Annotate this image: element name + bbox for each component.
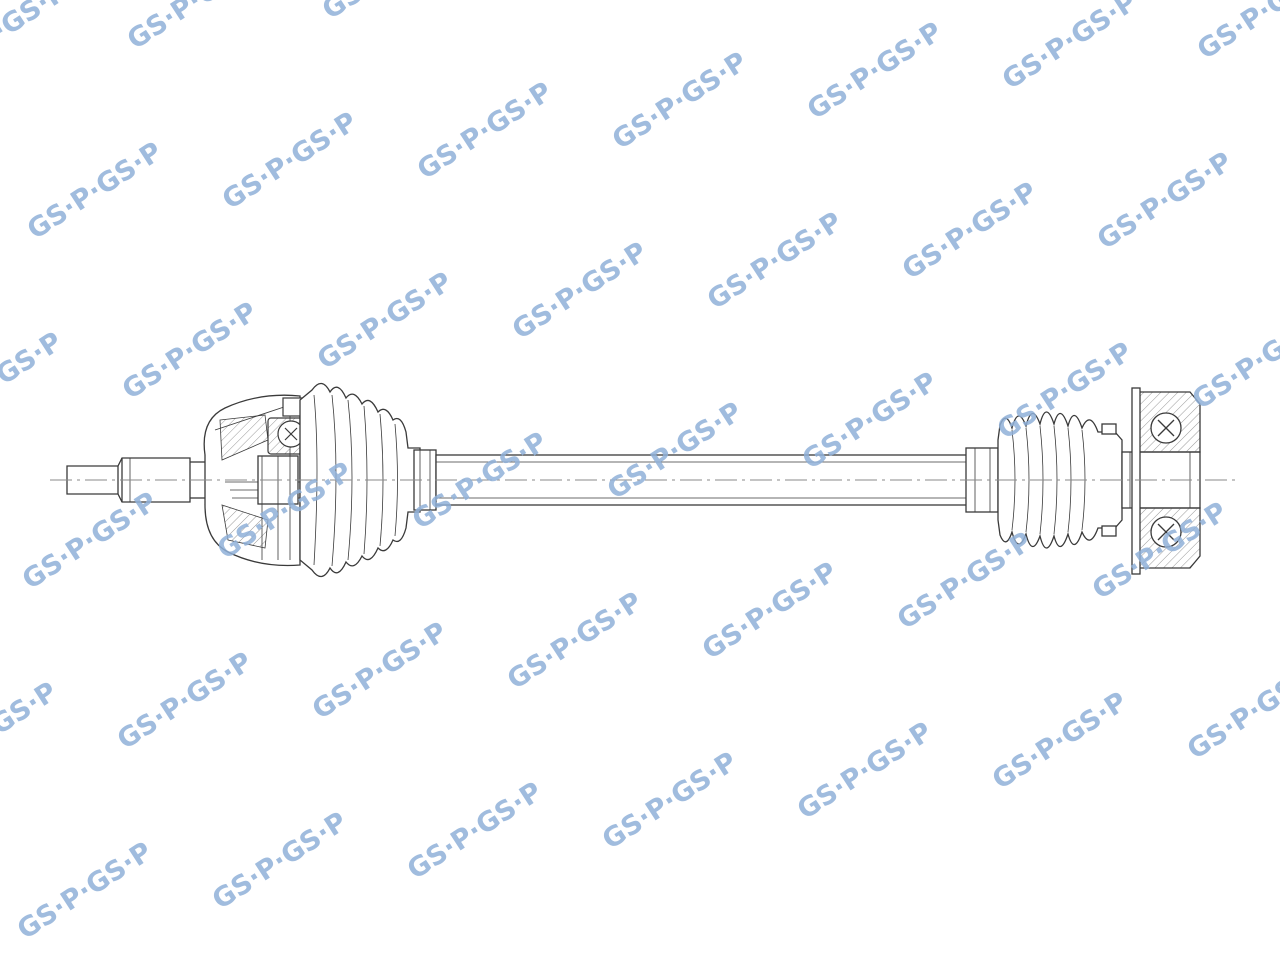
inner-cv-joint-housing [1121,387,1201,575]
